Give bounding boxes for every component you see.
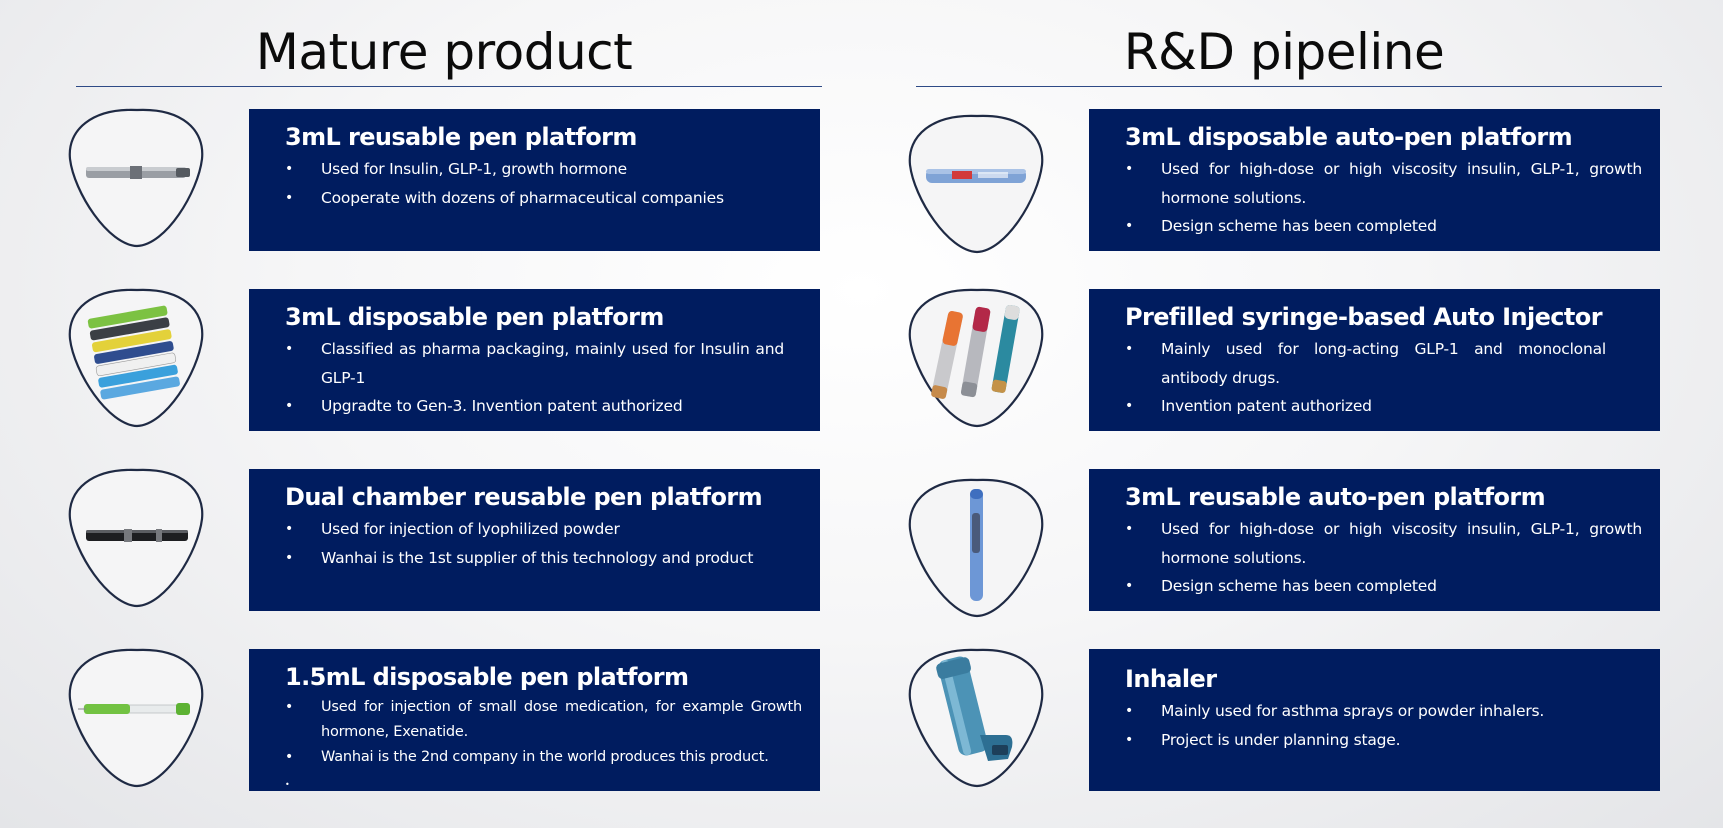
teal-inhaler-image (904, 643, 1050, 793)
product-card: 3mL disposable auto-pen platform Used fo… (1089, 109, 1660, 251)
product-card: 3mL disposable pen platform Classified a… (249, 289, 820, 431)
colorful-disposable-pens-image (64, 283, 210, 433)
product-row: Inhaler Mainly used for asthma sprays or… (904, 648, 1664, 793)
rd-pipeline-section: R&D pipeline 3mL disposable auto-pen pla… (904, 0, 1664, 828)
card-title: 1.5mL disposable pen platform (285, 663, 689, 691)
card-bullet: Design scheme has been completed (1125, 212, 1642, 241)
vertical-blue-pen-image (904, 473, 1050, 623)
blue-auto-pen-image (904, 109, 1050, 259)
mature-product-heading: Mature product (255, 23, 633, 81)
card-title: Inhaler (1125, 665, 1217, 693)
silver-reusable-pen-image (64, 103, 210, 253)
product-card: 3mL reusable auto-pen platform Used for … (1089, 469, 1660, 611)
black-dual-chamber-pen-image (64, 463, 210, 613)
product-row: 3mL disposable auto-pen platform Used fo… (904, 109, 1664, 254)
product-row: 3mL reusable auto-pen platform Used for … (904, 469, 1664, 618)
card-title: 3mL reusable auto-pen platform (1125, 483, 1546, 511)
product-row: Dual chamber reusable pen platform Used … (64, 468, 824, 613)
card-bullet: Design scheme has been completed (1125, 572, 1642, 601)
heading-divider (916, 86, 1662, 87)
card-bullet: Used for high-dose or high viscosity ins… (1125, 515, 1642, 572)
card-bullet: Wanhai is the 1st supplier of this techn… (285, 544, 802, 573)
product-card: Inhaler Mainly used for asthma sprays or… (1089, 649, 1660, 791)
green-disposable-pen-image (64, 643, 210, 793)
product-row: Prefilled syringe-based Auto Injector Ma… (904, 288, 1664, 433)
auto-injectors-image (904, 283, 1050, 433)
card-bullet: Wanhai is the 2nd company in the world p… (285, 745, 802, 770)
card-bullet: Used for Insulin, GLP-1, growth hormone (285, 155, 802, 184)
product-row: 3mL reusable pen platform Used for Insul… (64, 108, 824, 253)
rd-pipeline-heading: R&D pipeline (1123, 23, 1445, 81)
card-title: 3mL reusable pen platform (285, 123, 637, 151)
card-bullet: Cooperate with dozens of pharmaceutical … (285, 184, 802, 213)
card-bullet: Invention patent authorized (1125, 392, 1642, 421)
card-title: Prefilled syringe-based Auto Injector (1125, 303, 1603, 331)
mature-product-section: Mature product 3mL reusable pen platform… (64, 0, 824, 828)
card-title: Dual chamber reusable pen platform (285, 483, 763, 511)
product-card: Dual chamber reusable pen platform Used … (249, 469, 820, 611)
product-card: 1.5mL disposable pen platform Used for i… (249, 649, 820, 791)
card-bullet: Mainly used for asthma sprays or powder … (1125, 697, 1642, 726)
card-bullet: Classified as pharma packaging, mainly u… (285, 335, 802, 392)
product-row: 3mL disposable pen platform Classified a… (64, 288, 824, 433)
product-card: 3mL reusable pen platform Used for Insul… (249, 109, 820, 251)
product-row: 1.5mL disposable pen platform Used for i… (64, 648, 824, 793)
bullet-dot: • (285, 780, 290, 789)
card-bullet: Mainly used for long-acting GLP-1 and mo… (1125, 335, 1642, 392)
product-card: Prefilled syringe-based Auto Injector Ma… (1089, 289, 1660, 431)
heading-divider (76, 86, 822, 87)
card-bullet: Used for high-dose or high viscosity ins… (1125, 155, 1642, 212)
card-bullet: Used for injection of lyophilized powder (285, 515, 802, 544)
card-bullet: Project is under planning stage. (1125, 726, 1642, 755)
card-bullet: Used for injection of small dose medicat… (285, 695, 802, 745)
card-title: 3mL disposable auto-pen platform (1125, 123, 1573, 151)
card-title: 3mL disposable pen platform (285, 303, 664, 331)
card-bullet: Upgradte to Gen-3. Invention patent auth… (285, 392, 802, 421)
